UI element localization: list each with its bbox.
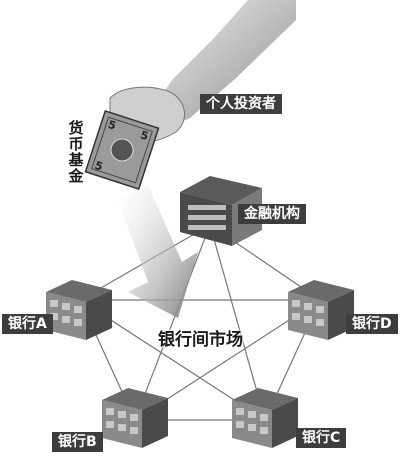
market-label: 银行间市场 <box>158 330 243 350</box>
flow-arrow <box>118 185 198 318</box>
hand-illustration: 5 5 5 <box>84 0 296 191</box>
bank-b-label: 银行B <box>52 432 103 452</box>
banknote-digit: 5 <box>106 118 117 133</box>
link-institution-bank-b <box>134 224 211 421</box>
bank-a-building <box>46 280 112 340</box>
banknote-digit: 5 <box>93 159 104 174</box>
institution-label: 金融机构 <box>238 204 306 224</box>
network-lines <box>79 224 321 421</box>
arm-shape <box>150 0 296 128</box>
bank-d-label: 银行D <box>346 314 398 334</box>
bank-a-label: 银行A <box>2 314 53 334</box>
fund-label: 货币基金 <box>68 119 84 185</box>
bank-c-label: 银行C <box>296 428 347 448</box>
link-institution-bank-c <box>209 224 266 421</box>
banknote: 5 5 5 <box>84 109 160 191</box>
bank-b-building <box>102 388 168 448</box>
investor-label: 个人投资者 <box>200 94 282 114</box>
bank-c-building <box>232 388 298 448</box>
bank-d-building <box>288 280 354 340</box>
banknote-digit: 5 <box>139 128 150 143</box>
